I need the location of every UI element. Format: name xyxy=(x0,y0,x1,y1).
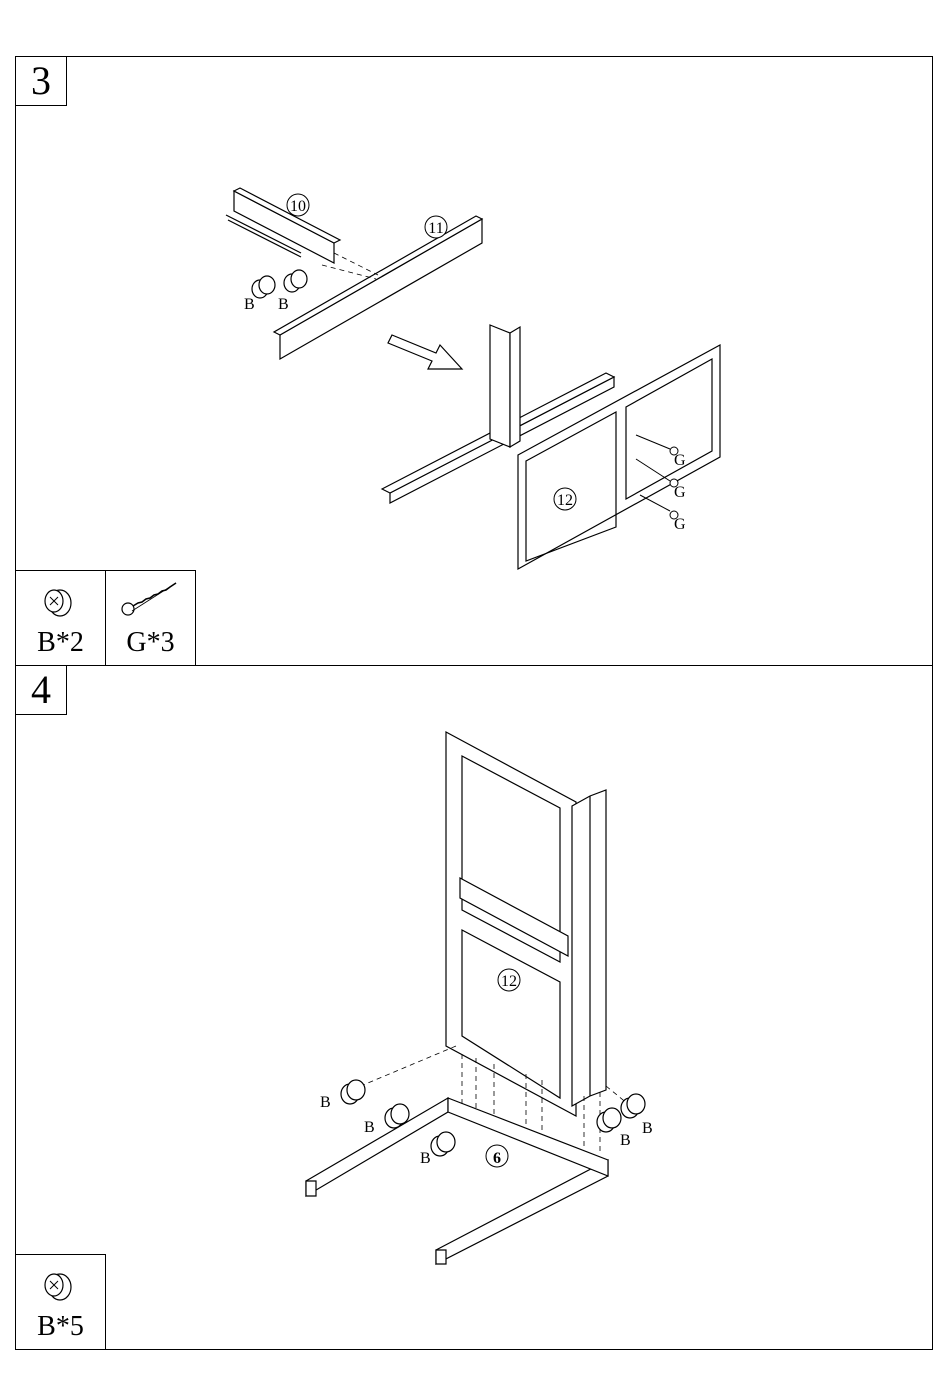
step-3-panel: 3 xyxy=(15,56,933,666)
label-b: B xyxy=(278,296,289,313)
callout-part-12: 12 xyxy=(557,492,573,509)
part-10-board xyxy=(226,188,340,263)
parts-list: B*2 G*3 xyxy=(15,570,195,666)
part-6-base xyxy=(306,1098,608,1264)
part-cell: B*2 xyxy=(15,570,106,666)
callout-part-12: 12 xyxy=(501,973,517,990)
label-b: B xyxy=(420,1150,431,1167)
callout-part-11: 11 xyxy=(428,220,443,237)
cam-lock-b-1 xyxy=(341,1080,365,1104)
part-label: B*2 xyxy=(16,627,105,659)
label-b: B xyxy=(642,1120,653,1137)
cam-lock-b-2 xyxy=(284,270,307,292)
cam-lock-icon xyxy=(16,575,105,625)
vertical-panel xyxy=(490,325,520,447)
callout-part-6: 6 xyxy=(493,1150,501,1167)
cam-lock-b-5 xyxy=(621,1094,645,1118)
side-post xyxy=(572,790,606,1106)
step-4-panel: 4 xyxy=(15,665,933,1350)
label-g: G xyxy=(674,452,686,469)
label-b: B xyxy=(244,296,255,313)
part-label: B*5 xyxy=(16,1311,105,1343)
label-b: B xyxy=(364,1119,375,1136)
label-b: B xyxy=(320,1094,331,1111)
cam-lock-icon xyxy=(16,1259,105,1309)
label-b: B xyxy=(620,1132,631,1149)
part-12-frame xyxy=(518,345,720,569)
screw-icon xyxy=(106,575,195,625)
cam-lock-b-3 xyxy=(431,1132,455,1156)
part-label: G*3 xyxy=(106,627,195,659)
cam-lock-b-1 xyxy=(252,276,275,298)
step-4-diagram: 12 6 B B B B B xyxy=(16,666,932,1349)
direction-arrow-icon xyxy=(388,335,462,369)
callout-part-10: 10 xyxy=(290,198,306,215)
part-12-frame xyxy=(446,732,576,1116)
part-cell: G*3 xyxy=(105,570,196,666)
label-g: G xyxy=(674,516,686,533)
cam-lock-b-4 xyxy=(597,1108,621,1132)
part-cell: B*5 xyxy=(15,1254,106,1350)
label-g: G xyxy=(674,484,686,501)
parts-list: B*5 xyxy=(15,1254,105,1350)
